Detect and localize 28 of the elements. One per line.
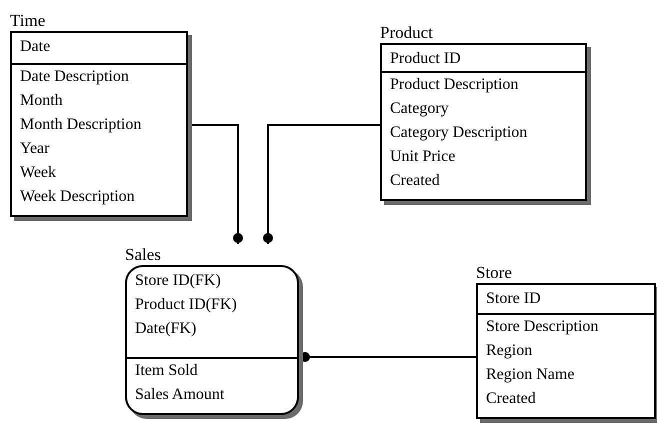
- key-attribute: Product ID(FK): [135, 295, 237, 315]
- attribute-text: Created: [390, 171, 440, 191]
- attribute-text: Date Description: [20, 67, 129, 87]
- attribute-text: Product Description: [390, 75, 518, 95]
- attribute-text: Store Description: [486, 317, 598, 337]
- key-attribute: Product ID: [390, 49, 461, 69]
- attribute-text: Week: [20, 163, 56, 183]
- attribute-text: Created: [486, 389, 536, 409]
- attribute-text: Category: [390, 99, 449, 119]
- key-attribute: Date: [20, 37, 50, 57]
- attribute-text: Category Description: [390, 123, 528, 143]
- attribute-text: Month Description: [20, 115, 142, 135]
- entity-name: Store: [476, 262, 512, 283]
- key-attribute: Date(FK): [135, 319, 196, 339]
- entity-name: Product: [380, 22, 433, 43]
- attribute-text: Year: [20, 139, 50, 159]
- attribute-text: Region: [486, 341, 532, 361]
- attribute-text: Sales Amount: [135, 385, 224, 405]
- attribute-text: Month: [20, 91, 63, 111]
- attribute-text: Week Description: [20, 187, 135, 207]
- relationship-line: [263, 124, 380, 244]
- attribute-text: Region Name: [486, 365, 574, 385]
- entity-name: Time: [10, 10, 46, 31]
- attribute-text: Item Sold: [135, 361, 198, 381]
- attribute-text: Unit Price: [390, 147, 456, 167]
- entity-name: Sales: [125, 244, 161, 265]
- key-attribute: Store ID: [486, 289, 541, 309]
- key-attribute: Store ID(FK): [135, 271, 221, 291]
